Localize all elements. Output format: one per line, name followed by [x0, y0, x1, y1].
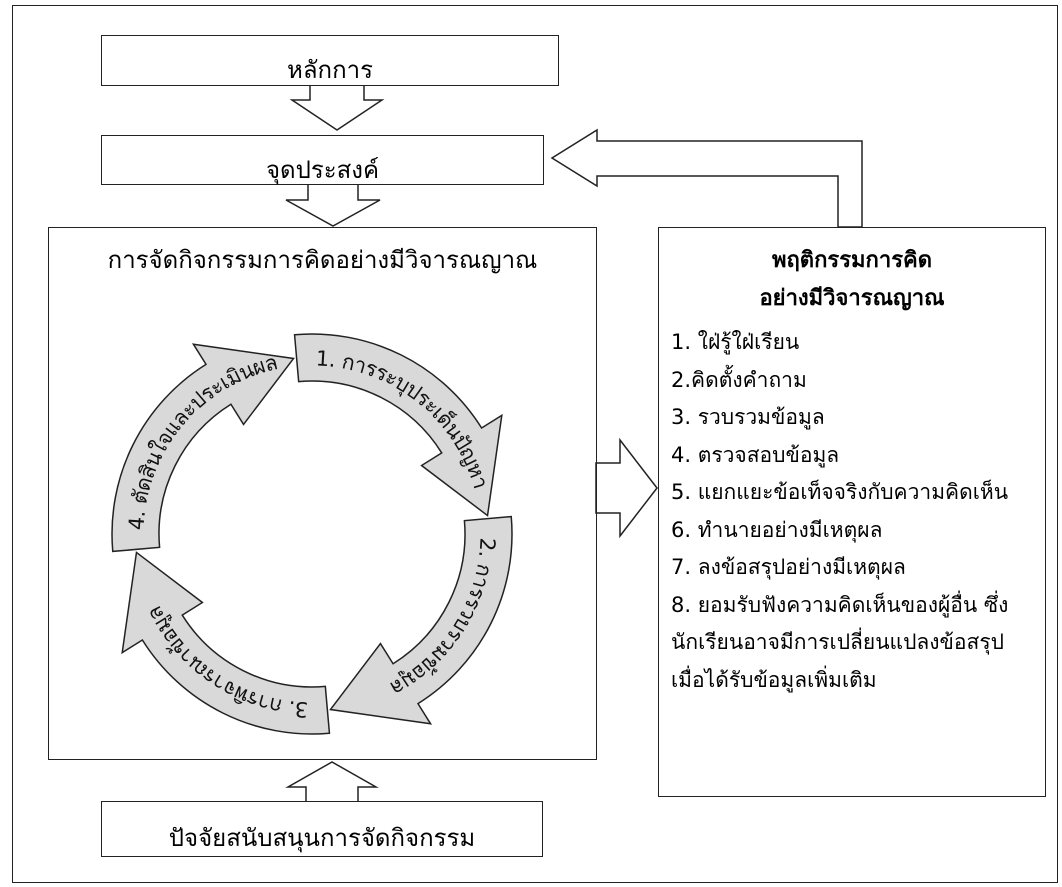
cycle-arrow: [121, 551, 331, 735]
behavior-item: 7. ลงข้อสรุปอย่างมีเหตุผล: [671, 555, 906, 579]
support-label: ปัจจัยสนับสนุนการจัดกิจกรรม: [168, 824, 476, 852]
behavior-item: 4. ตรวจสอบข้อมูล: [671, 442, 840, 467]
arrow-main-to-behavior: [595, 437, 658, 539]
behavior-box: พฤติกรรมการคิด อย่างมีวิจารณญาณ 1. ใฝ่รู…: [658, 227, 1046, 797]
outer-frame: [12, 5, 1058, 883]
behavior-item: 3. รวบรวมข้อมูล: [671, 405, 825, 429]
arrow-behavior-to-purpose: [550, 128, 863, 228]
behavior-item: 1. ใฝ่รู้ใฝ่เรียน: [671, 330, 800, 354]
arrow-purpose-to-main: [285, 183, 381, 227]
cycle-arrow: [293, 333, 503, 517]
behavior-item: 6. ทำนายอย่างมีเหตุผล: [671, 517, 883, 542]
main-activity-title: การจัดกิจกรรมการคิดอย่างมีวิจารณญาณ: [107, 246, 538, 274]
arrow-support-to-main: [285, 761, 379, 803]
principle-box: หลักการ: [101, 35, 559, 86]
arrow-principle-to-purpose: [289, 83, 385, 131]
purpose-box: จุดประสงค์: [101, 135, 544, 185]
behavior-item: 5. แยกแยะข้อเท็จจริงกับความคิดเห็น: [671, 480, 1009, 504]
behavior-list: 1. ใฝ่รู้ใฝ่เรียน 2.คิดตั้งคำถาม 3. รวบร…: [671, 324, 1037, 699]
behavior-item: 2.คิดตั้งคำถาม: [671, 367, 807, 392]
principle-label: หลักการ: [287, 56, 373, 84]
main-activity-box: การจัดกิจกรรมการคิดอย่างมีวิจารณญาณ: [48, 227, 597, 760]
behavior-title-line1: พฤติกรรมการคิด: [771, 248, 933, 273]
behavior-title: พฤติกรรมการคิด อย่างมีวิจารณญาณ: [659, 242, 1045, 318]
cycle-arrow: [111, 343, 295, 553]
behavior-title-line2: อย่างมีวิจารณญาณ: [759, 286, 945, 311]
purpose-label: จุดประสงค์: [265, 156, 380, 184]
cycle-arrow: [329, 515, 513, 725]
support-box: ปัจจัยสนับสนุนการจัดกิจกรรม: [101, 801, 543, 857]
behavior-item: 8. ยอมรับฟังความคิดเห็นของผู้อื่น ซึ่งนั…: [671, 592, 1009, 692]
